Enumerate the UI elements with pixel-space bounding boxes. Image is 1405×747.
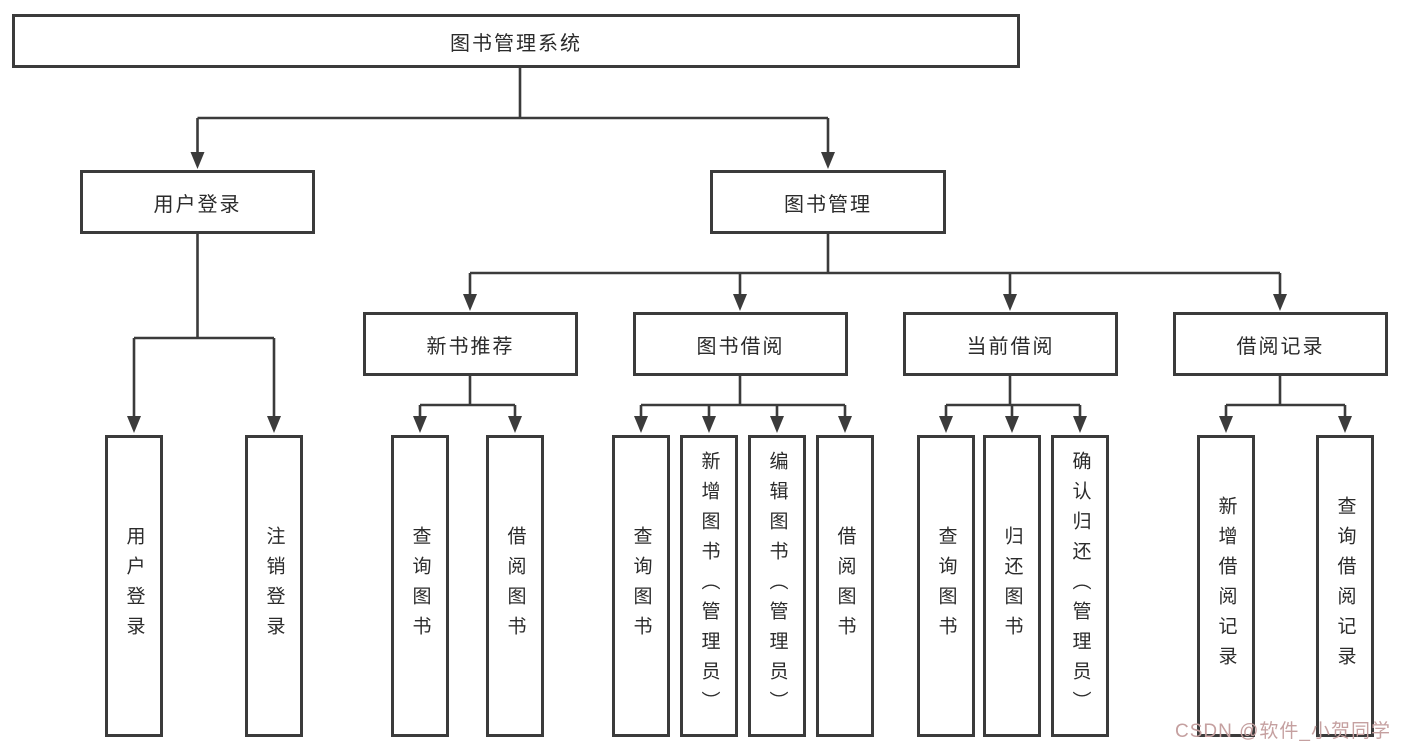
leaf-query-books-recommend: 查询图书 (391, 435, 449, 737)
node-current-borrow: 当前借阅 (903, 312, 1118, 376)
leaf-borrow-books-borrow: 借阅图书 (816, 435, 874, 737)
leaf-label: 借阅图书 (834, 526, 856, 646)
csdn-watermark: CSDN @软件_小贺同学 (1175, 721, 1391, 742)
leaf-edit-book-admin: 编辑图书（管理员） (748, 435, 806, 737)
leaf-label: 归还图书 (1001, 526, 1023, 646)
node-book-management: 图书管理 (710, 170, 946, 234)
leaf-query-books-current: 查询图书 (917, 435, 975, 737)
node-library-system: 图书管理系统 (12, 14, 1020, 68)
leaf-borrow-books-recommend: 借阅图书 (486, 435, 544, 737)
node-book-borrow: 图书借阅 (633, 312, 848, 376)
leaf-label: 确认归还（管理员） (1069, 451, 1091, 721)
leaf-label: 查询图书 (630, 526, 652, 646)
leaf-label: 查询借阅记录 (1334, 496, 1356, 676)
node-new-book-recommend: 新书推荐 (363, 312, 578, 376)
leaf-label: 用户登录 (123, 526, 145, 646)
leaf-return-book: 归还图书 (983, 435, 1041, 737)
leaf-user-login: 用户登录 (105, 435, 163, 737)
leaf-label: 查询图书 (409, 526, 431, 646)
leaf-add-book-admin: 新增图书（管理员） (680, 435, 738, 737)
leaf-label: 新增借阅记录 (1215, 496, 1237, 676)
leaf-logout: 注销登录 (245, 435, 303, 737)
leaf-label: 查询图书 (935, 526, 957, 646)
leaf-label: 注销登录 (263, 526, 285, 646)
leaf-label: 借阅图书 (504, 526, 526, 646)
node-borrow-records: 借阅记录 (1173, 312, 1388, 376)
leaf-query-books-borrow: 查询图书 (612, 435, 670, 737)
leaf-label: 新增图书（管理员） (698, 451, 720, 721)
node-user-login: 用户登录 (80, 170, 315, 234)
leaf-query-borrow-record: 查询借阅记录 (1316, 435, 1374, 737)
leaf-confirm-return-admin: 确认归还（管理员） (1051, 435, 1109, 737)
leaf-add-borrow-record: 新增借阅记录 (1197, 435, 1255, 737)
leaf-label: 编辑图书（管理员） (766, 451, 788, 721)
